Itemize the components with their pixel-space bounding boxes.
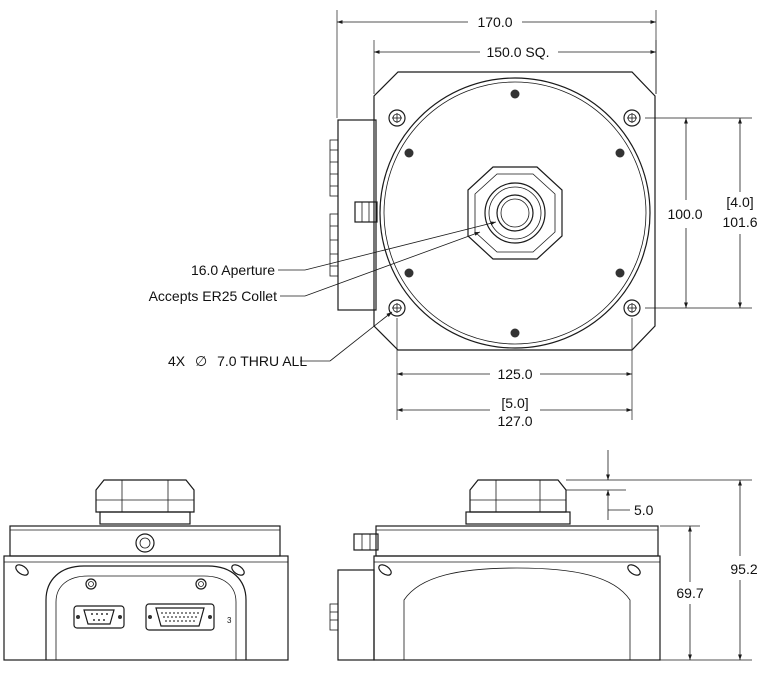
front-view: 3: [3, 479, 289, 661]
bolt-holes: [404, 89, 625, 338]
housing-circle: [379, 77, 651, 349]
dim-label-95-2: 95.2: [730, 561, 757, 577]
callout-aperture: 16.0 Aperture: [191, 221, 497, 278]
side-connector-bracket: [329, 119, 378, 311]
db25-connector: [145, 603, 215, 631]
dim-square: 150.0 SQ.: [373, 40, 657, 94]
dim-label-4-0: [4.0]: [726, 194, 753, 210]
dim-nut-height: 5.0: [566, 450, 654, 520]
dim-alt-vertical: [4.0] 101.6: [700, 117, 758, 309]
dim-total-height: 95.2: [626, 479, 758, 661]
dim-label-101-6: 101.6: [722, 214, 757, 230]
collet-nut: [467, 166, 563, 260]
holes-count: 4X: [168, 353, 186, 369]
callout-collet: Accepts ER25 Collet: [149, 231, 481, 304]
dim-label-69-7: 69.7: [676, 585, 703, 601]
mounting-flange-square: [373, 71, 656, 351]
corner-mount-holes: [388, 109, 641, 317]
side-view: 5.0 69.7 95.2: [329, 450, 758, 661]
callout-thru-holes: 4X ∅ 7.0 THRU ALL: [168, 311, 393, 369]
collet-label: Accepts ER25 Collet: [149, 288, 278, 304]
connector-mark: 3: [227, 616, 232, 625]
diameter-symbol: ∅: [195, 353, 207, 369]
dim-label-5-0: [5.0]: [501, 395, 528, 411]
dim-label-100: 100.0: [667, 206, 702, 222]
dim-label-127: 127.0: [497, 413, 532, 429]
dim-label-125: 125.0: [497, 366, 532, 382]
dim-hole-spacing-vertical: 100.0: [645, 117, 703, 309]
dim-label-5: 5.0: [634, 502, 654, 518]
dim-alt-horizontal: [5.0] 127.0: [397, 395, 632, 429]
db9-connector: [73, 605, 125, 629]
dim-overall-width: 170.0: [336, 10, 657, 118]
holes-label: 4X ∅ 7.0 THRU ALL: [168, 353, 307, 369]
dim-label-170: 170.0: [477, 14, 512, 30]
dim-body-height: 69.7: [660, 525, 704, 661]
top-view: 170.0 150.0 SQ. 100.0 [4.0] 101.6: [149, 10, 758, 429]
dim-label-150sq: 150.0 SQ.: [486, 44, 549, 60]
dim-hole-spacing-horizontal: 125.0: [396, 318, 633, 420]
aperture-label: 16.0 Aperture: [191, 262, 275, 278]
holes-spec: 7.0 THRU ALL: [217, 353, 307, 369]
